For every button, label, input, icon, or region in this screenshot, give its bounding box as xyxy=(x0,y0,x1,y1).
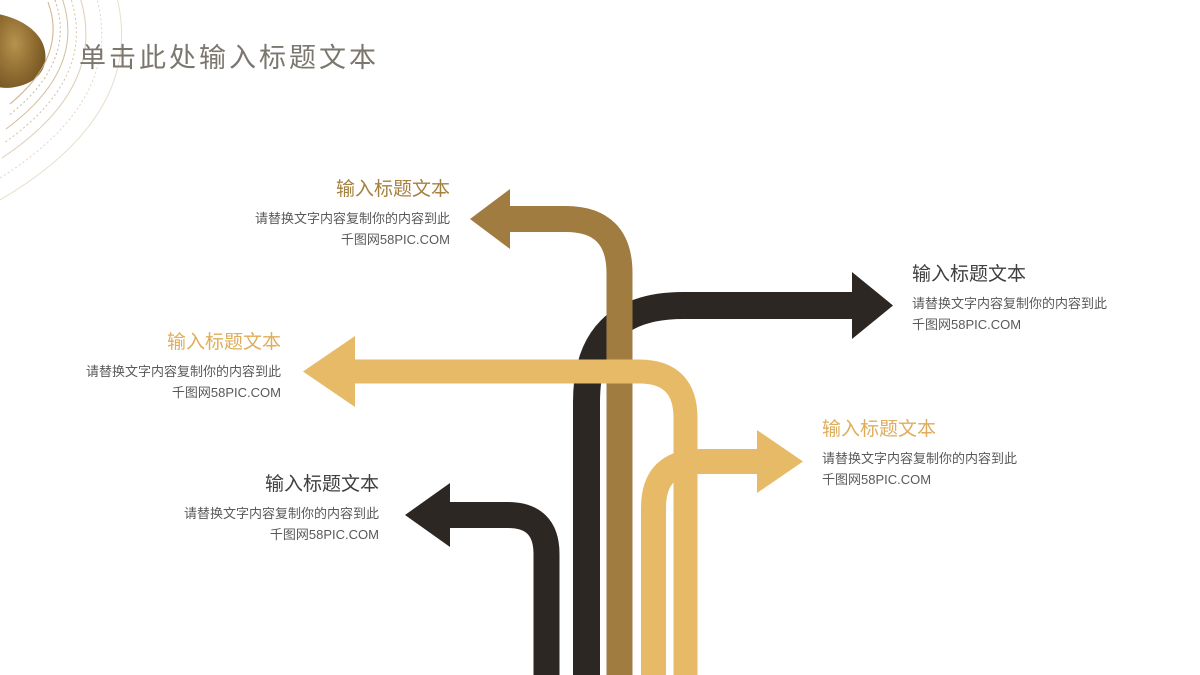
arrow-black-left-tail xyxy=(449,502,560,675)
block-brand: 千图网58PIC.COM xyxy=(269,526,379,542)
arrow-light-gold-right-head xyxy=(757,430,803,493)
block-title: 输入标题文本 xyxy=(264,474,379,495)
block-desc: 请替换文字内容复制你的内容到此 xyxy=(912,296,1108,311)
arrow-light-gold-right[interactable] xyxy=(641,430,804,675)
arrow-dark-gold-left[interactable] xyxy=(470,189,633,675)
arrow-dark-gold-tail xyxy=(509,206,633,675)
arrow-black-right-head xyxy=(852,272,893,339)
arrow-black-left-head xyxy=(405,483,450,547)
arrow-light-gold-left-tail xyxy=(354,359,698,675)
decoration-curve xyxy=(5,0,69,130)
gold-brush-decoration xyxy=(0,0,123,201)
decoration-curve xyxy=(0,0,123,201)
decoration-curve xyxy=(3,0,77,144)
arrow-light-gold-left-head xyxy=(303,336,355,407)
block-brand: 千图网58PIC.COM xyxy=(912,316,1022,332)
arrow-light-gold-right-tail xyxy=(641,449,758,675)
block-desc: 请替换文字内容复制你的内容到此 xyxy=(85,364,281,379)
block-desc: 请替换文字内容复制你的内容到此 xyxy=(183,506,379,521)
gold-blob-shape xyxy=(0,14,46,88)
text-block-5[interactable]: 输入标题文本 请替换文字内容复制你的内容到此 千图网58PIC.COM xyxy=(184,473,379,545)
block-brand: 千图网58PIC.COM xyxy=(340,231,450,247)
block-title: 输入标题文本 xyxy=(335,179,450,200)
decoration-curve xyxy=(9,1,54,105)
block-title: 输入标题文本 xyxy=(912,264,1027,285)
decoration-curve xyxy=(1,0,87,159)
block-title: 输入标题文本 xyxy=(822,419,937,440)
arrow-black-left[interactable] xyxy=(405,483,560,675)
decoration-curves xyxy=(0,0,123,201)
text-block-2[interactable]: 输入标题文本 请替换文字内容复制你的内容到此 千图网58PIC.COM xyxy=(912,263,1107,335)
slide-title-placeholder[interactable]: 单击此处输入标题文本 xyxy=(79,43,379,73)
block-brand: 千图网58PIC.COM xyxy=(171,384,281,400)
block-desc: 请替换文字内容复制你的内容到此 xyxy=(254,211,450,226)
text-block-1[interactable]: 输入标题文本 请替换文字内容复制你的内容到此 千图网58PIC.COM xyxy=(255,178,450,250)
arrow-dark-gold-head xyxy=(470,189,510,249)
decoration-blob xyxy=(0,14,46,88)
text-block-4[interactable]: 输入标题文本 请替换文字内容复制你的内容到此 千图网58PIC.COM xyxy=(822,418,1017,490)
arrow-light-gold-left[interactable] xyxy=(303,336,698,675)
text-block-3[interactable]: 输入标题文本 请替换文字内容复制你的内容到此 千图网58PIC.COM xyxy=(86,331,281,403)
block-brand: 千图网58PIC.COM xyxy=(822,471,932,487)
decoration-curve xyxy=(7,0,61,117)
block-title: 输入标题文本 xyxy=(166,332,281,353)
block-desc: 请替换文字内容复制你的内容到此 xyxy=(822,451,1018,466)
